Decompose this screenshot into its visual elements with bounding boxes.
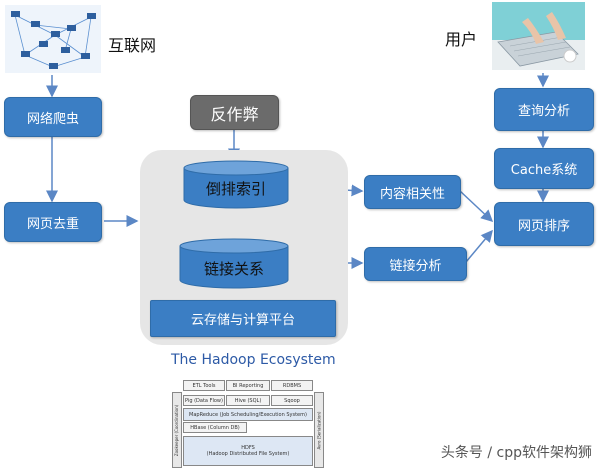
user-label: 用户 (445, 30, 478, 49)
sqoop-cell: Sqoop (271, 395, 313, 406)
internet-label: 互联网 (108, 36, 157, 55)
dedup-box: 网页去重 (4, 202, 102, 242)
rdbms-cell: RDBMS (271, 380, 313, 391)
content-relevance-box: 内容相关性 (364, 175, 461, 209)
hadoop-ecosystem-title: The Hadoop Ecosystem (171, 352, 336, 368)
zookeeper-bar: Zookeeper (Coordination) (172, 392, 182, 468)
crawler-box: 网络爬虫 (4, 97, 102, 137)
page-rank-box: 网页排序 (494, 202, 594, 246)
user-typing-image (492, 2, 585, 70)
pig-cell: Pig (Data Flow) (183, 395, 225, 406)
hdfs-title: HDFS (241, 445, 255, 451)
link-relations-cylinder (178, 238, 290, 290)
link-relations-label: 链接关系 (203, 260, 264, 278)
internet-network-image (5, 5, 101, 73)
anticheat-box: 反作弊 (190, 95, 279, 130)
hdfs-cell: HDFS (Hadoop Distributed File System) (183, 436, 313, 466)
bi-reporting-cell: BI Reporting (226, 380, 270, 391)
hdfs-subtitle: (Hadoop Distributed File System) (206, 451, 290, 457)
inverted-index-label: 倒排索引 (205, 180, 266, 198)
watermark: 头条号 / cpp软件架构狮 (440, 445, 592, 461)
hadoop-stack-diagram: Zookeeper (Coordination) Avro (Serializa… (172, 378, 324, 468)
query-analysis-box: 查询分析 (494, 88, 594, 131)
zookeeper-label: Zookeeper (Coordination) (174, 404, 180, 456)
cloud-platform-box: 云存储与计算平台 (150, 300, 336, 337)
avro-label: Avro (Serialization) (316, 411, 322, 449)
cache-system-box: Cache系统 (494, 148, 594, 189)
etl-tools-cell: ETL Tools (183, 380, 225, 391)
hive-cell: Hive (SQL) (226, 395, 270, 406)
hbase-cell: HBase (Column DB) (183, 422, 247, 433)
avro-bar: Avro (Serialization) (314, 392, 324, 468)
inverted-index-cylinder (182, 160, 290, 210)
link-analysis-box: 链接分析 (364, 247, 467, 281)
mapreduce-cell: MapReduce (Job Scheduling/Execution Syst… (183, 408, 313, 421)
